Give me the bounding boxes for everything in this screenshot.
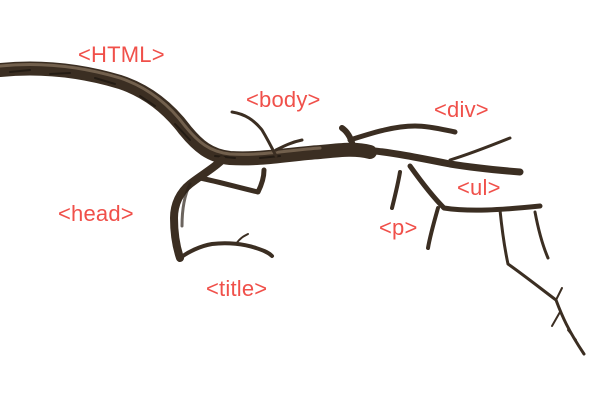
label-html: <HTML> — [78, 42, 165, 67]
branch-div-twig — [448, 136, 512, 162]
trunk-highlight — [0, 63, 322, 156]
branch-ul — [407, 163, 543, 213]
branch-title-twig — [235, 233, 249, 245]
branch-ul-twig — [533, 210, 550, 260]
label-body: <body> — [246, 87, 321, 112]
branch-head — [170, 156, 226, 262]
label-ul: <ul> — [457, 175, 501, 200]
branch-title — [178, 241, 274, 260]
branch-head-loop — [197, 167, 267, 195]
trunk-segment — [0, 61, 377, 166]
branch-head-twig — [180, 182, 192, 228]
label-head: <head> — [58, 201, 134, 226]
branch-body-twig2 — [274, 138, 304, 152]
branch-main — [0, 61, 586, 356]
branch-ul-tips — [551, 287, 577, 341]
label-div: <div> — [434, 97, 489, 122]
branch-p — [390, 170, 402, 210]
branch-body-twig — [230, 110, 278, 158]
label-p: <p> — [379, 215, 418, 240]
branch-right — [361, 146, 524, 176]
branch-knot — [339, 125, 357, 153]
branch-div-upper — [347, 123, 458, 143]
trunk-texture — [9, 69, 281, 159]
label-title: <title> — [206, 276, 268, 301]
branch-ul-droop — [498, 208, 586, 356]
branch-p-end — [426, 206, 440, 250]
